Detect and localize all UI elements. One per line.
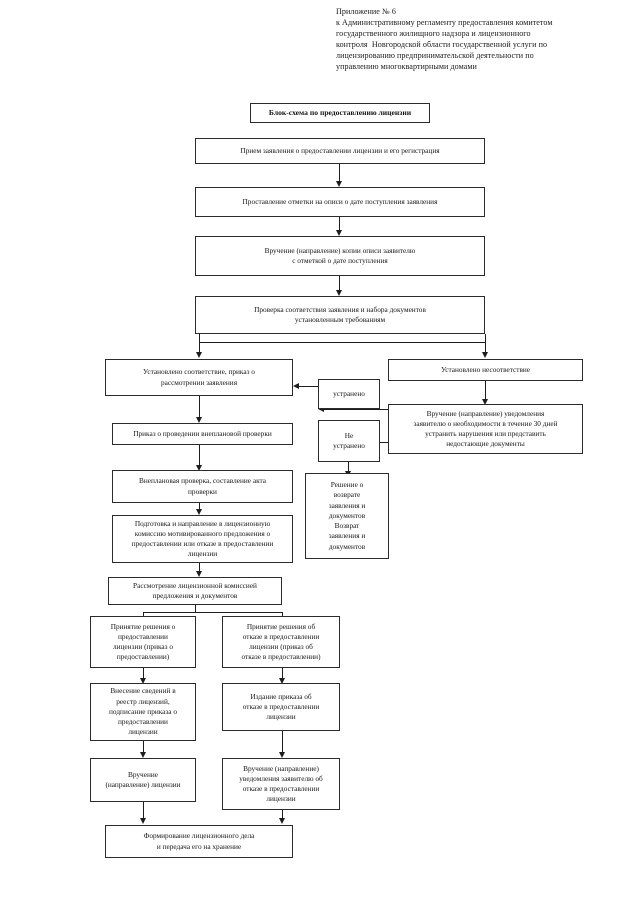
edge-notice-to-fixed-arrow (318, 406, 324, 412)
document-header: Приложение № 6 к Административному регла… (336, 6, 632, 73)
node-receive-application-label: Прием заявления о предоставлении лицензи… (240, 145, 440, 155)
edge-registry-deliver-line (143, 741, 144, 755)
edge-grant-registry-arrow (140, 678, 146, 684)
edge-issue-deliverref-line (282, 731, 283, 755)
header-line-3: государственного жилищного надзора и лиц… (336, 29, 531, 39)
edge-fixed-to-conform-arrow (293, 383, 299, 389)
edge-split-bus (199, 342, 485, 343)
edge-n1-n2-line (339, 164, 340, 182)
edge-order-inspection-arrow (196, 465, 202, 471)
edge-registry-deliver-arrow (140, 752, 146, 758)
edge-deliverlic-archive-line (143, 802, 144, 820)
edge-deliverref-archive-arrow (279, 818, 285, 824)
edge-inspection-prepare-arrow (196, 509, 202, 515)
node-mark-inventory-date: Проставление отметки на описи о дате пос… (195, 187, 485, 217)
edge-nonconform-notice-line (485, 381, 486, 400)
node-deliver-inventory-copy: Вручение (направление) копии описи заяви… (195, 236, 485, 276)
node-deliver-license-label: Вручение(направление) лицензии (105, 769, 181, 789)
node-violation-fixed: устранено (318, 379, 380, 409)
edge-prepare-review-arrow (196, 571, 202, 577)
edge-split-right-riser (485, 334, 486, 343)
edge-to-conform-arrow (196, 352, 202, 358)
edge-deliverref-archive-line (282, 810, 283, 820)
node-noncompliance-established: Установлено несоответствие (388, 359, 583, 381)
edge-deliverlic-archive-arrow (140, 818, 146, 824)
edge-conform-order-arrow (196, 417, 202, 423)
edge-prepare-review-line (199, 563, 200, 574)
edge-notice-to-fixed-line (322, 409, 388, 410)
edge-refuse-issue-line (282, 668, 283, 681)
flowchart-title-text: Блок-схема по предоставлению лицензии (268, 107, 412, 117)
header-line-2: к Административному регламенту предостав… (336, 18, 553, 28)
node-deliver-refusal-notice: Вручение (направление)уведомления заявит… (222, 758, 340, 810)
node-mark-inventory-date-label: Проставление отметки на описи о дате пос… (242, 196, 438, 206)
node-deliver-license: Вручение(направление) лицензии (90, 758, 196, 802)
edge-fixed-to-conform-line (297, 386, 318, 387)
edge-review-split-riser (195, 605, 196, 613)
header-line-1: Приложение № 6 (336, 7, 396, 16)
edge-to-nonconform-arrow (482, 352, 488, 358)
edge-conform-order-line (199, 396, 200, 418)
flowchart-title-box: Блок-схема по предоставлению лицензии (250, 103, 430, 123)
node-receive-application: Прием заявления о предоставлении лицензи… (195, 138, 485, 164)
edge-order-inspection-line (199, 445, 200, 466)
edge-grant-registry-line (143, 668, 144, 681)
edge-n3-n4-line (339, 276, 340, 291)
edge-n2-n3-line (339, 217, 340, 231)
header-line-5: лицензированию предпринимательской деяте… (336, 51, 534, 61)
node-noncompliance-established-label: Установлено несоответствие (440, 364, 531, 374)
edge-to-nonconform-line (485, 342, 486, 353)
node-check-compliance-label: Проверка соответствия заявления и набора… (254, 304, 426, 324)
node-check-compliance: Проверка соответствия заявления и набора… (195, 296, 485, 334)
node-deliver-refusal-notice-label: Вручение (направление)уведомления заявит… (239, 763, 323, 804)
node-order-unscheduled-check: Приказ о проведении внеплановой проверки (112, 423, 293, 445)
edge-inspection-prepare-line (199, 503, 200, 512)
node-order-unscheduled-check-label: Приказ о проведении внеплановой проверки (133, 428, 272, 438)
edge-nonconform-notice-arrow (482, 399, 488, 405)
edge-review-split-bus (143, 612, 282, 613)
edge-notfixed-return-line (348, 462, 349, 473)
header-line-4: контроля Новгородской области государств… (336, 40, 548, 50)
edge-n1-n2-arrow (336, 181, 342, 187)
edge-n3-n4-arrow (336, 290, 342, 296)
edge-refuse-issue-arrow (279, 678, 285, 684)
node-violation-fixed-label: устранено (333, 388, 365, 398)
node-deliver-inventory-copy-label: Вручение (направление) копии описи заяви… (264, 245, 416, 265)
edge-split-left-riser (199, 334, 200, 343)
edge-n2-n3-arrow (336, 230, 342, 236)
edge-issue-deliverref-arrow (279, 752, 285, 758)
edge-to-conform-line (199, 342, 200, 353)
header-line-6: управлению многоквартирными домами (336, 62, 477, 72)
